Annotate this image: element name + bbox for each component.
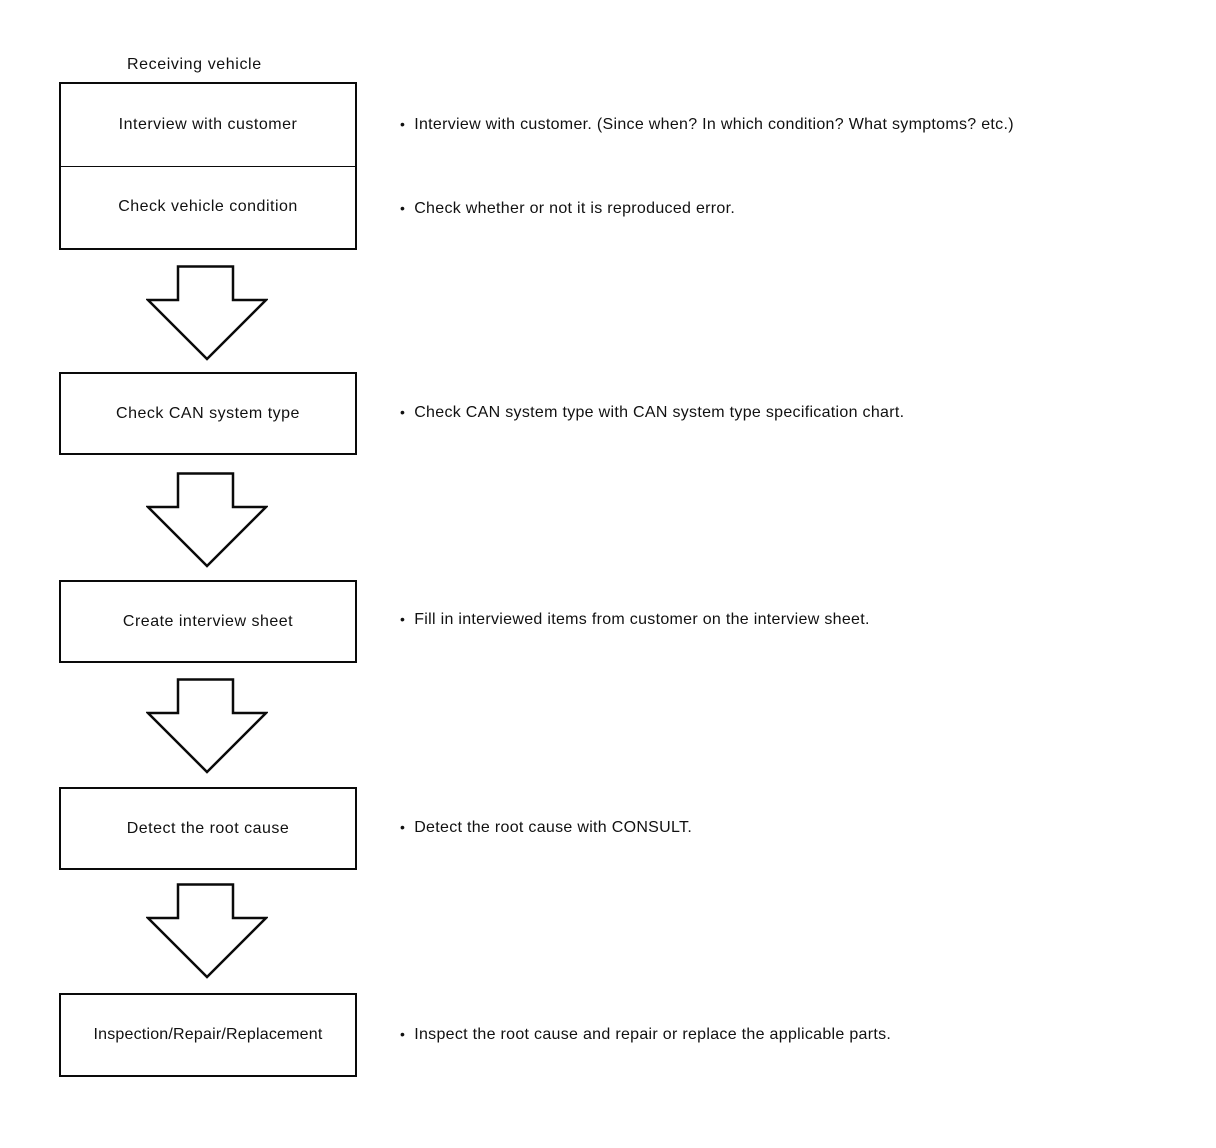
flow-box-detect-root-cause: Detect the root cause xyxy=(59,787,357,870)
flow-box-create-interview-sheet: Create interview sheet xyxy=(59,580,357,663)
down-arrow-icon xyxy=(146,265,268,361)
flow-box-check-can-system-type: Check CAN system type xyxy=(59,372,357,455)
note-text: Detect the root cause with CONSULT. xyxy=(414,819,693,836)
note-text: Check CAN system type with CAN system ty… xyxy=(414,404,905,421)
bullet-icon: • xyxy=(400,116,406,132)
bullet-icon: • xyxy=(400,1026,406,1042)
note-detect-root-cause: • Detect the root cause with CONSULT. xyxy=(400,819,692,837)
flow-box-receiving-vehicle: Interview with customer Check vehicle co… xyxy=(59,82,357,250)
bullet-icon: • xyxy=(400,819,406,835)
flow-step-check-vehicle-condition: Check vehicle condition xyxy=(118,198,298,216)
note-text: Fill in interviewed items from customer … xyxy=(414,611,870,628)
bullet-icon: • xyxy=(400,200,406,216)
note-create-interview-sheet: • Fill in interviewed items from custome… xyxy=(400,611,870,629)
flow-box-inspection-repair-replacement: Inspection/Repair/Replacement xyxy=(59,993,357,1077)
flow-step-create-interview-sheet: Create interview sheet xyxy=(122,612,294,630)
note-text: Interview with customer. (Since when? In… xyxy=(414,116,1014,133)
note-inspection-repair-replacement: • Inspect the root cause and repair or r… xyxy=(400,1026,891,1044)
down-arrow-icon xyxy=(146,678,268,774)
down-arrow-icon xyxy=(146,883,268,979)
flow-title: Receiving vehicle xyxy=(127,56,262,73)
note-interview-with-customer: • Interview with customer. (Since when? … xyxy=(400,116,1014,134)
note-check-can-system-type: • Check CAN system type with CAN system … xyxy=(400,404,904,422)
down-arrow-icon xyxy=(146,472,268,568)
note-text: Inspect the root cause and repair or rep… xyxy=(414,1026,892,1043)
note-text: Check whether or not it is reproduced er… xyxy=(414,200,736,217)
flow-step-interview-with-customer: Interview with customer xyxy=(61,84,355,167)
note-check-vehicle-condition: • Check whether or not it is reproduced … xyxy=(400,200,735,218)
bullet-icon: • xyxy=(400,404,406,420)
flow-step-inspection-repair-replacement: Inspection/Repair/Replacement xyxy=(93,1026,323,1043)
flow-step-check-can-system-type: Check CAN system type xyxy=(116,404,300,422)
bullet-icon: • xyxy=(400,611,406,627)
flow-step-detect-root-cause: Detect the root cause xyxy=(126,819,290,837)
